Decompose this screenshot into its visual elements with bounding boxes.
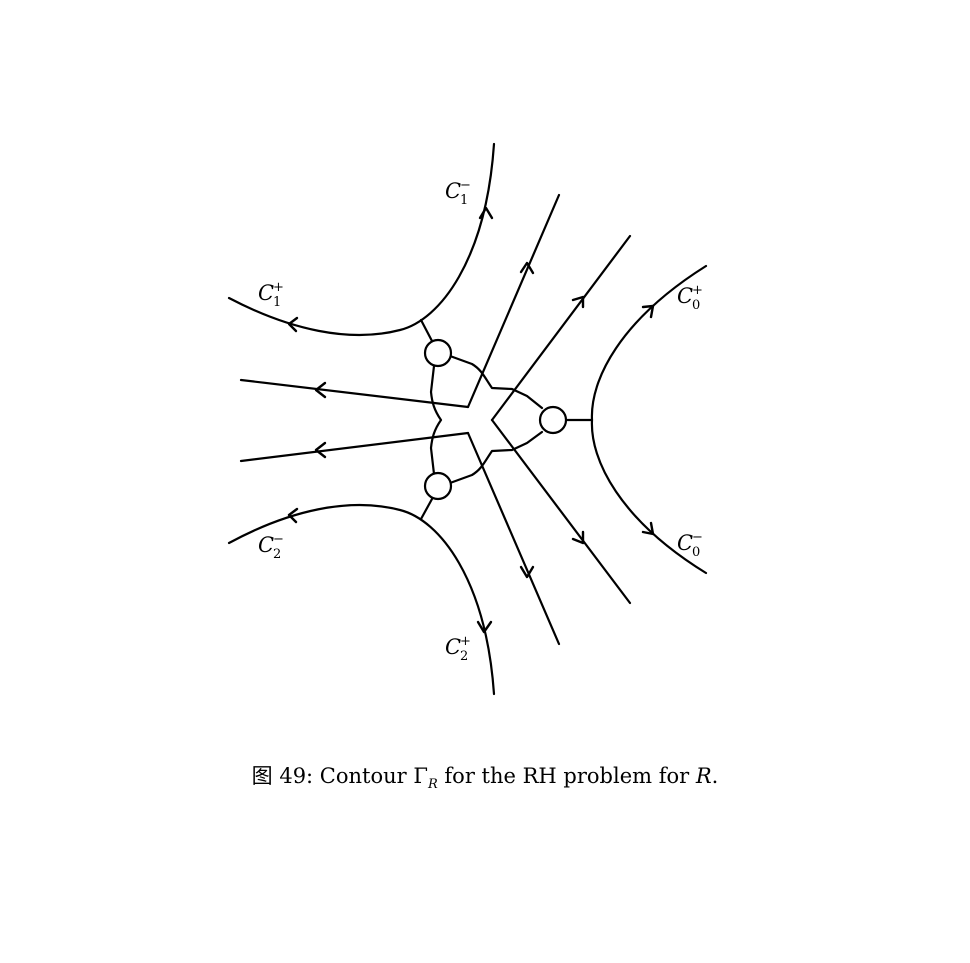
caption-period: . (711, 764, 719, 788)
label-sub: 2 (460, 649, 468, 664)
arrow-c2-minus-left (287, 507, 299, 524)
label-sub: 1 (460, 193, 468, 208)
label-sup: + (692, 283, 703, 298)
label-c0-minus: C − 0 (677, 530, 703, 560)
label-base: C (445, 635, 461, 659)
label-c2-minus: C − 2 (258, 532, 284, 562)
arrow-c1-minus-up (478, 206, 494, 220)
arrow-ray-down-1 (519, 565, 535, 579)
label-sub: 1 (273, 295, 281, 310)
arrow-c0-minus (641, 521, 655, 536)
arrow-c1-plus-left (287, 316, 299, 333)
ray-down-2 (490, 418, 632, 605)
ray-up-2 (490, 234, 632, 422)
circle-bottom (423, 471, 453, 501)
arrow-c0-plus (641, 304, 655, 319)
label-base: C (677, 531, 693, 555)
circle-top (423, 338, 453, 368)
label-sup: − (273, 532, 284, 547)
caption-prefix: 图 49: Contour Γ (251, 764, 428, 788)
curve-c0 (590, 264, 708, 575)
label-c1-minus: C − 1 (445, 178, 471, 208)
figure-caption: 图 49: Contour ΓR for the RH problem for … (0, 760, 970, 792)
label-sub: 0 (692, 298, 700, 313)
ray-down-1 (466, 431, 561, 646)
label-c2-plus: C + 2 (445, 634, 471, 664)
arrow-ray-up-1 (519, 261, 535, 275)
label-base: C (677, 284, 693, 308)
arrow-ray-up-2 (571, 295, 585, 309)
arrow-c2-plus-down (476, 620, 493, 634)
label-c0-plus: C + 0 (677, 283, 703, 313)
arrow-ray-down-2 (571, 530, 585, 545)
label-sup: − (692, 530, 703, 545)
connector-top-circle (419, 318, 434, 343)
arrow-ray-upper-left (314, 381, 327, 399)
label-sub: 0 (692, 545, 700, 560)
ray-upper-left (239, 378, 470, 409)
caption-subscript: R (427, 777, 438, 793)
label-sup: − (460, 178, 471, 193)
ray-lower-left (239, 431, 470, 463)
inner-curve-top (448, 354, 544, 410)
label-c1-plus: C + 1 (258, 280, 284, 310)
label-sub: 2 (273, 547, 281, 562)
inner-curve-left (429, 364, 443, 476)
label-base: C (258, 281, 274, 305)
caption-italic-r: R (695, 764, 712, 788)
label-sup: + (273, 280, 284, 295)
circle-right (538, 405, 568, 435)
label-base: C (258, 533, 274, 557)
connector-bottom-circle (419, 497, 434, 521)
ray-up-1 (466, 193, 561, 409)
caption-middle: for the RH problem for (437, 764, 696, 788)
inner-curve-bottom (448, 430, 544, 485)
label-sup: + (460, 634, 471, 649)
label-base: C (445, 179, 461, 203)
arrow-ray-lower-left (314, 441, 327, 459)
curve-c1 (227, 142, 496, 337)
